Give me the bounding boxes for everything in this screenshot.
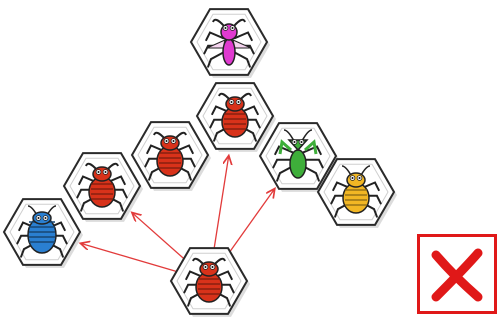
move-arrow-mantis xyxy=(224,189,275,259)
move-arrow-pillbug xyxy=(80,243,183,274)
move-arrow-ant-top xyxy=(212,156,228,254)
ladybug-tile[interactable] xyxy=(316,158,397,228)
ant-top-tile[interactable] xyxy=(195,82,276,152)
move-arrows xyxy=(80,156,274,274)
ant-mid-tile[interactable] xyxy=(130,121,211,191)
pillbug-icon xyxy=(16,205,68,258)
mantis-icon xyxy=(272,129,324,182)
ant-left-tile[interactable] xyxy=(62,152,143,222)
soldier-ant-icon xyxy=(144,131,196,181)
x-mark-icon xyxy=(431,248,483,302)
pillbug-tile[interactable] xyxy=(2,198,83,268)
ant-bottom-tile[interactable] xyxy=(169,247,250,317)
soldier-ant-icon xyxy=(183,257,235,307)
soldier-ant-icon xyxy=(76,162,128,212)
mosquito-icon xyxy=(203,18,255,68)
mantis-tile[interactable] xyxy=(258,122,339,192)
soldier-ant-icon xyxy=(209,92,261,142)
tile-layer xyxy=(2,8,397,317)
mosquito-tile[interactable] xyxy=(189,8,270,78)
spiny-beetle-icon xyxy=(330,165,382,218)
move-arrow-ant-left xyxy=(132,213,189,263)
invalid-move-indicator xyxy=(417,234,497,314)
